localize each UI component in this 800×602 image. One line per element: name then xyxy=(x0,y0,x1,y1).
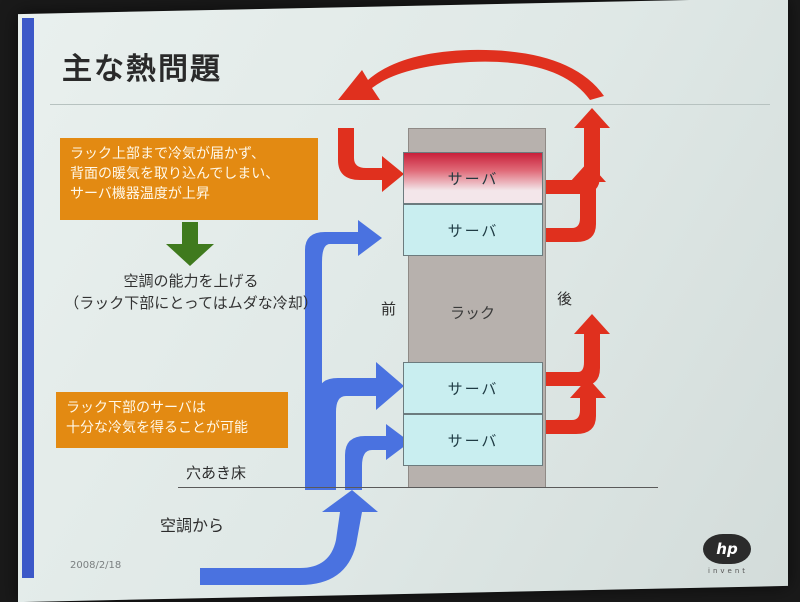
accent-bar xyxy=(22,18,34,578)
hot-air-exhaust-arrows xyxy=(546,108,610,434)
callout-top-problem: ラック上部まで冷気が届かず、 背面の暖気を取り込んでしまい、 サーバ機器温度が上… xyxy=(60,138,318,220)
front-label: 前 xyxy=(381,300,397,318)
hp-logo-tagline: invent xyxy=(708,567,749,575)
rack-label: ラック xyxy=(450,304,496,322)
callout-top-line-1: ラック上部まで冷気が届かず、 xyxy=(70,146,266,162)
floor-label: 穴あき床 xyxy=(186,464,247,482)
cold-air-upper-stream xyxy=(305,220,382,490)
slide-date: 2008/2/18 xyxy=(70,560,122,571)
server-upper: サーバ xyxy=(403,204,543,256)
slide-title: 主な熱問題 xyxy=(62,52,222,87)
callout-bottom-line-2: 十分な冷気を得ることが可能 xyxy=(66,420,248,436)
callout-bottom-line-1: ラック下部のサーバは xyxy=(66,400,206,416)
perforated-floor-line xyxy=(178,487,658,488)
hot-air-recirculation-arrow xyxy=(338,49,604,100)
rear-label: 後 xyxy=(557,290,573,308)
callout-bottom-note: ラック下部のサーバは 十分な冷気を得ることが可能 xyxy=(56,392,288,448)
callout-top-line-2: 背面の暖気を取り込んでしまい、 xyxy=(70,166,280,182)
from-ac-label: 空調から xyxy=(160,516,225,535)
callout-top-line-3: サーバ機器温度が上昇 xyxy=(70,186,210,202)
title-underline xyxy=(50,104,770,105)
server-lower: サーバ xyxy=(403,362,543,414)
middle-text: 空調の能力を上げる （ラック下部にとってはムダな冷却） xyxy=(48,270,334,314)
middle-text-line-2: （ラック下部にとってはムダな冷却） xyxy=(64,294,318,312)
cold-air-middle-stream xyxy=(318,362,404,490)
hot-air-inflow-arrow xyxy=(338,128,404,192)
hp-logo: hp xyxy=(703,534,751,564)
cold-air-lower-stream xyxy=(345,424,410,490)
server-bottom: サーバ xyxy=(403,414,543,466)
middle-text-line-1: 空調の能力を上げる xyxy=(123,272,259,290)
server-top-hot: サーバ xyxy=(403,152,543,204)
cold-air-duct xyxy=(200,490,378,585)
down-arrow xyxy=(166,222,214,266)
